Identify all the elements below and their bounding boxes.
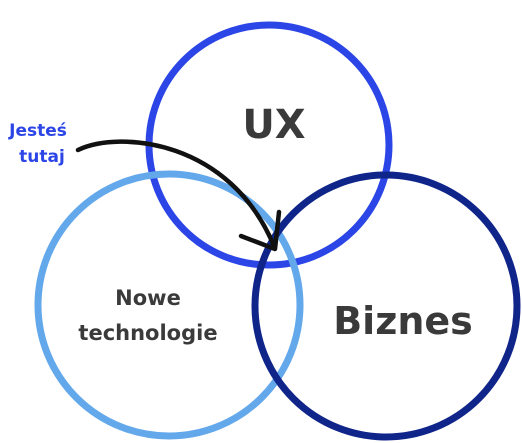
technology-label-line1: Nowe <box>115 286 181 310</box>
curved-arrow-icon <box>75 139 282 252</box>
business-label: Biznes <box>333 299 473 343</box>
ux-label: UX <box>242 102 305 148</box>
business-circle <box>251 171 521 441</box>
pointer-label-line1: Jesteś <box>8 121 67 141</box>
pointer-label-line2: tutaj <box>19 147 65 167</box>
technology-label-line2: technologie <box>78 321 217 345</box>
technology-circle <box>34 170 304 440</box>
